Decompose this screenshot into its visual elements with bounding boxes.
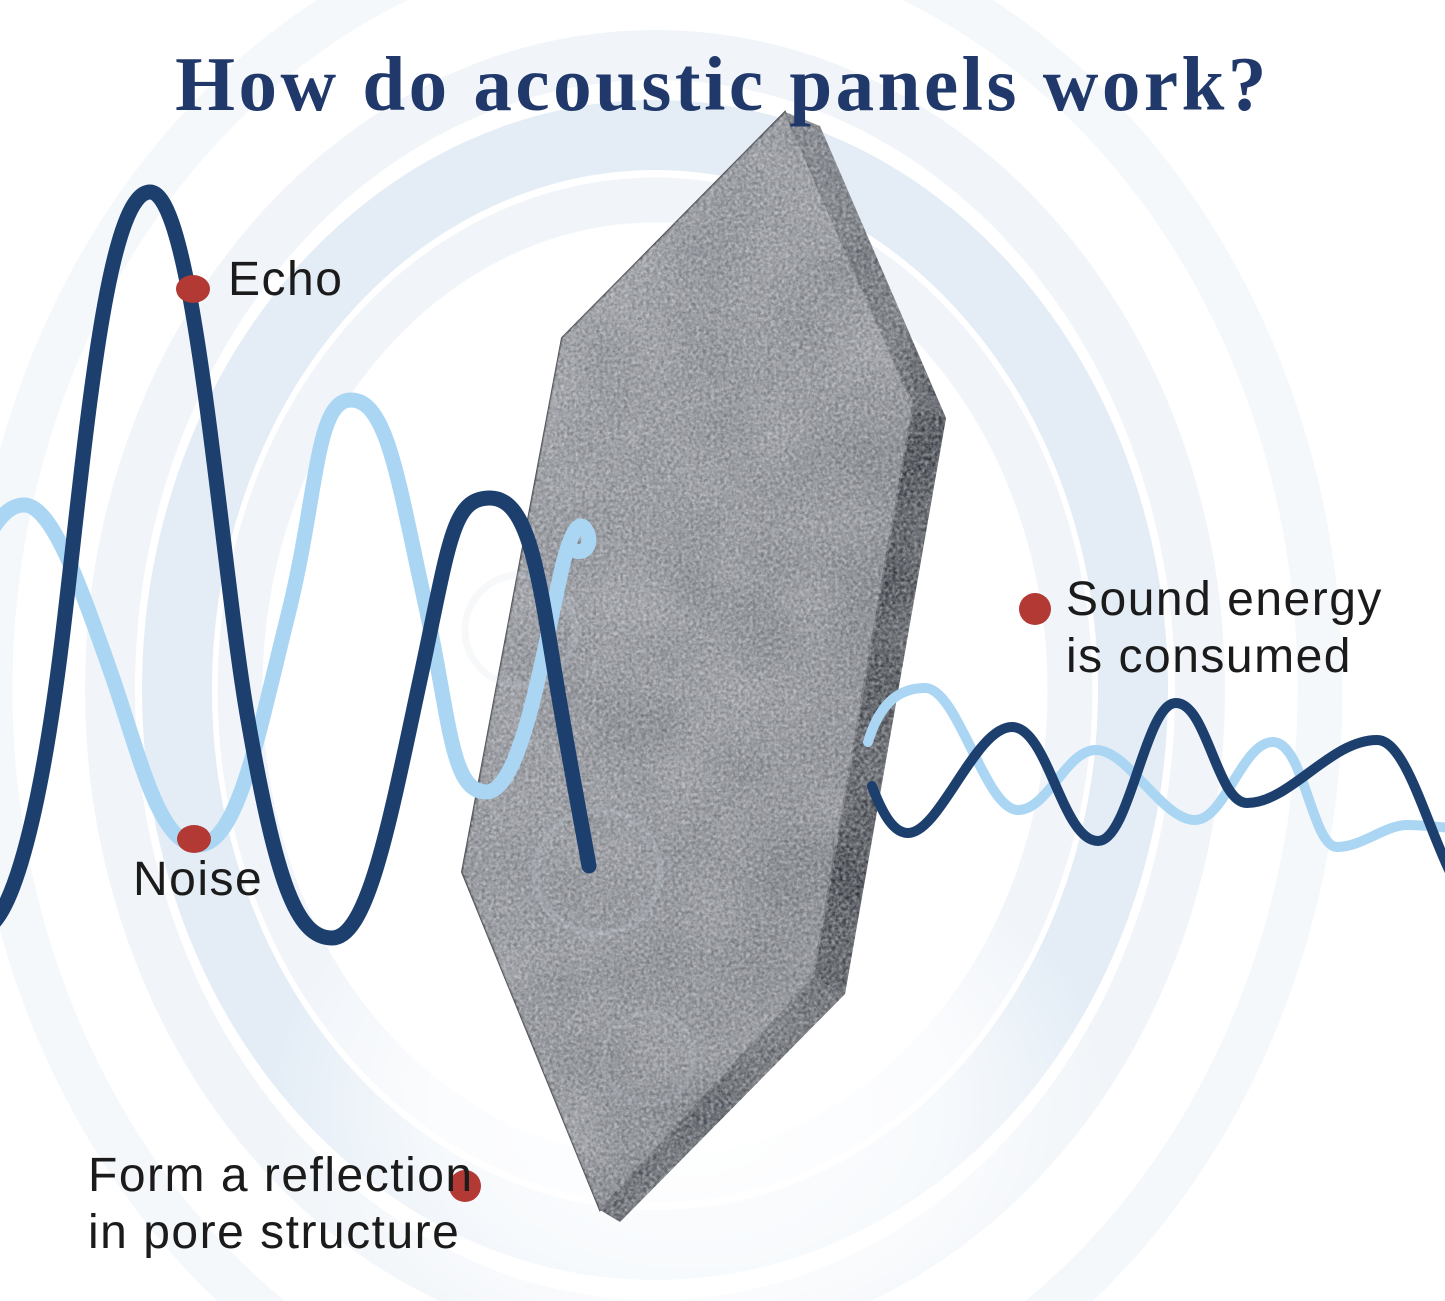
page-title: How do acoustic panels work? [175, 40, 1270, 127]
echo-label: Echo [228, 253, 344, 306]
panel-texture-dark-speckle [462, 112, 946, 1222]
reflection-label-line1: Form a reflection [88, 1149, 474, 1202]
reflection-marker-dot-icon [449, 1170, 481, 1202]
incident-wave-dark-navy [0, 184, 597, 946]
sound-energy-label: Sound energy is consumed [1066, 572, 1383, 685]
noise-marker-dot-icon [177, 825, 211, 853]
panel-ripple-ghost [532, 806, 664, 938]
background-ring-outer [0, 0, 1320, 1301]
sound-energy-label-line2: is consumed [1066, 629, 1352, 683]
echo-marker-dot-icon [176, 275, 210, 303]
marker-dots [176, 275, 1051, 1202]
reflection-label: Form a reflection in pore structure [88, 1148, 474, 1261]
noise-label: Noise [133, 853, 264, 906]
incident-sound-waves [0, 184, 597, 946]
sound-energy-marker-dot-icon [1019, 593, 1051, 625]
acoustic-felt-panel [460, 110, 946, 1222]
panel-ripple-ghost [461, 571, 579, 689]
panel-ripple-ghost [600, 1010, 696, 1106]
transmitted-sound-waves [863, 682, 1445, 874]
reflection-label-line2: in pore structure [88, 1205, 461, 1259]
transmitted-wave-light-blue [863, 682, 1445, 853]
sound-energy-label-line1: Sound energy [1066, 573, 1383, 626]
transmitted-wave-dark-navy [867, 697, 1445, 874]
